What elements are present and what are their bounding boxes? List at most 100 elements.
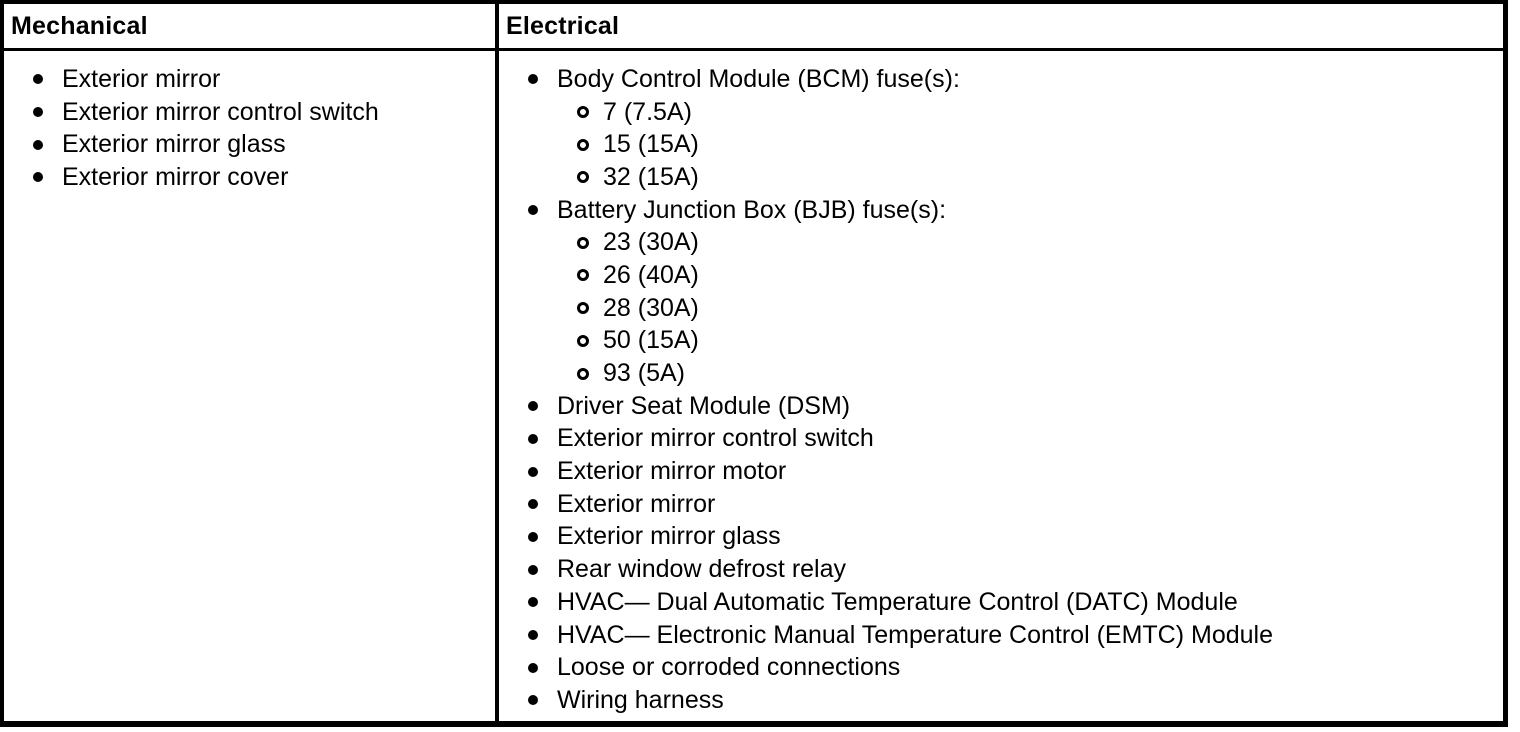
bullet-icon xyxy=(528,205,538,216)
list-item: Rear window defrost relay xyxy=(521,553,1503,586)
circle-bullet-icon xyxy=(577,106,589,119)
bullet-box xyxy=(521,74,557,85)
circle-bullet-icon xyxy=(577,302,589,315)
list-item: Exterior mirror control switch xyxy=(26,96,495,129)
list-item-label: Body Control Module (BCM) fuse(s): xyxy=(557,64,960,93)
bullet-box xyxy=(573,334,603,347)
circle-bullet-icon xyxy=(577,334,589,347)
bullet-box xyxy=(573,236,603,249)
bullet-box xyxy=(573,106,603,119)
bullet-icon xyxy=(528,433,538,444)
mechanical-column-header: Mechanical xyxy=(4,4,495,51)
sub-list-item: 32 (15A) xyxy=(573,161,1503,194)
bullet-icon xyxy=(33,107,43,118)
list-item-label: Loose or corroded connections xyxy=(557,653,901,682)
electrical-column-body: Body Control Module (BCM) fuse(s): 7 (7.… xyxy=(499,51,1503,721)
bullet-box xyxy=(521,205,557,216)
sub-list-item-label: 7 (7.5A) xyxy=(603,97,692,126)
list-item-label: Driver Seat Module (DSM) xyxy=(557,391,851,420)
sub-list-item: 23 (30A) xyxy=(573,226,1503,259)
sub-list-item-label: 93 (5A) xyxy=(603,359,685,388)
list-item: Exterior mirror cover xyxy=(26,161,495,194)
circle-bullet-icon xyxy=(577,171,589,184)
sub-list-item: 26 (40A) xyxy=(573,259,1503,292)
list-item-label: Wiring harness xyxy=(557,685,724,714)
list-item: Exterior mirror glass xyxy=(26,128,495,161)
list-item: Driver Seat Module (DSM) xyxy=(521,390,1503,423)
bullet-box xyxy=(521,597,557,608)
bullet-box xyxy=(573,269,603,282)
list-item-label: Exterior mirror motor xyxy=(557,457,787,486)
bullet-box xyxy=(521,401,557,412)
sub-list-item-label: 32 (15A) xyxy=(603,162,699,191)
sub-list-item: 28 (30A) xyxy=(573,292,1503,325)
bullet-box xyxy=(573,171,603,184)
bullet-icon xyxy=(528,630,538,641)
bullet-box xyxy=(26,139,62,150)
bullet-icon xyxy=(528,499,538,510)
list-item: Exterior mirror glass xyxy=(521,521,1503,554)
list-item-label: HVAC— Electronic Manual Temperature Cont… xyxy=(557,620,1273,649)
electrical-column-header: Electrical xyxy=(499,4,1503,51)
bullet-box xyxy=(521,662,557,673)
bullet-box xyxy=(521,695,557,706)
bullet-icon xyxy=(33,139,43,150)
bullet-icon xyxy=(528,531,538,542)
bullet-icon xyxy=(528,662,538,673)
bullet-icon xyxy=(528,695,538,706)
sub-list-item: 50 (15A) xyxy=(573,325,1503,358)
circle-bullet-icon xyxy=(577,138,589,151)
bullet-box xyxy=(573,367,603,380)
bullet-box xyxy=(521,499,557,510)
bullet-box xyxy=(521,433,557,444)
bullet-icon xyxy=(33,172,43,183)
sub-list-item-label: 50 (15A) xyxy=(603,326,699,355)
list-item-label: Exterior mirror cover xyxy=(62,162,289,191)
bullet-box xyxy=(521,630,557,641)
bullet-box xyxy=(26,74,62,85)
list-item-label: Exterior mirror xyxy=(557,489,716,518)
list-item: Body Control Module (BCM) fuse(s): xyxy=(521,63,1503,96)
circle-bullet-icon xyxy=(577,236,589,249)
list-item: Loose or corroded connections xyxy=(521,651,1503,684)
bullet-box xyxy=(573,302,603,315)
circle-bullet-icon xyxy=(577,269,589,282)
list-item: Battery Junction Box (BJB) fuse(s): xyxy=(521,194,1503,227)
list-item-label: Exterior mirror glass xyxy=(557,522,781,551)
list-item: Exterior mirror motor xyxy=(521,455,1503,488)
bullet-icon xyxy=(528,564,538,575)
bullet-icon xyxy=(528,401,538,412)
sub-list-item-label: 28 (30A) xyxy=(603,293,699,322)
mechanical-column-body: Exterior mirror Exterior mirror control … xyxy=(4,51,495,721)
list-item: Exterior mirror control switch xyxy=(521,423,1503,456)
list-item-label: Exterior mirror xyxy=(62,64,221,93)
list-item-label: Exterior mirror glass xyxy=(62,130,286,159)
bullet-icon xyxy=(33,74,43,85)
bullet-icon xyxy=(528,597,538,608)
bullet-icon xyxy=(528,74,538,85)
sub-list-item: 93 (5A) xyxy=(573,357,1503,390)
list-item-label: Exterior mirror control switch xyxy=(557,424,874,453)
list-item: HVAC— Dual Automatic Temperature Control… xyxy=(521,586,1503,619)
sub-list-item: 7 (7.5A) xyxy=(573,96,1503,129)
circle-bullet-icon xyxy=(577,367,589,380)
bullet-box xyxy=(521,564,557,575)
bullet-box xyxy=(521,466,557,477)
list-item-label: Exterior mirror control switch xyxy=(62,97,379,126)
bullet-box xyxy=(26,172,62,183)
list-item-label: Battery Junction Box (BJB) fuse(s): xyxy=(557,195,947,224)
electrical-column: Electrical Body Control Module (BCM) fus… xyxy=(495,4,1503,721)
list-item: Wiring harness xyxy=(521,684,1503,717)
list-item-label: Rear window defrost relay xyxy=(557,555,847,584)
bullet-box xyxy=(26,107,62,118)
sub-list-item-label: 23 (30A) xyxy=(603,228,699,257)
bullet-box xyxy=(521,531,557,542)
sub-list-item: 15 (15A) xyxy=(573,128,1503,161)
list-item-label: HVAC— Dual Automatic Temperature Control… xyxy=(557,587,1238,616)
bullet-box xyxy=(573,138,603,151)
list-item: HVAC— Electronic Manual Temperature Cont… xyxy=(521,619,1503,652)
sub-list-item-label: 15 (15A) xyxy=(603,130,699,159)
mechanical-column: Mechanical Exterior mirror Exterior mirr… xyxy=(4,4,495,721)
list-item: Exterior mirror xyxy=(521,488,1503,521)
